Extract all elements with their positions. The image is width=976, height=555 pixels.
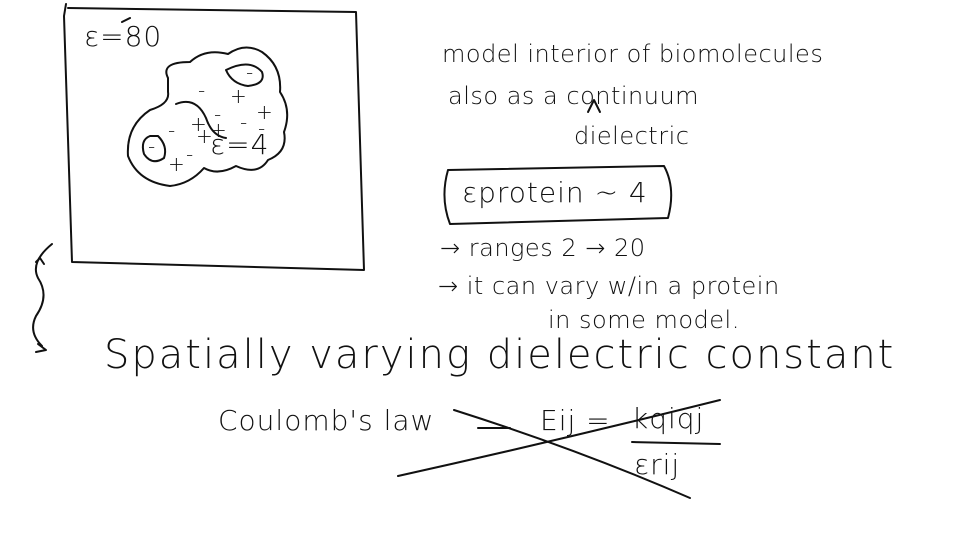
coulomb-label: Coulomb's law xyxy=(218,404,435,437)
bullet-vary-cont: in some model. xyxy=(548,306,740,334)
curved-arrow xyxy=(32,243,53,347)
charge-symbol: - xyxy=(214,102,222,126)
fraction-bar xyxy=(631,441,721,445)
charge-symbol: - xyxy=(168,118,176,142)
charge-symbol: + xyxy=(230,84,247,108)
circled-charge xyxy=(141,135,167,163)
solvent-box xyxy=(63,3,365,271)
charge-symbol: + xyxy=(190,112,207,136)
strike-line-1 xyxy=(397,399,721,477)
charge-symbol: - xyxy=(258,116,266,140)
inner-epsilon-label: ε=4 xyxy=(210,128,270,161)
protein-fold-2 xyxy=(225,63,264,87)
note-line-1: model interior of biomolecules xyxy=(442,40,824,68)
bullet-vary: → it can vary w/in a protein xyxy=(438,272,780,300)
epsilon-box xyxy=(443,165,673,225)
charge-symbol: + xyxy=(256,100,273,124)
protein-fold-1 xyxy=(175,100,227,139)
formula-denominator: εrij xyxy=(634,448,681,481)
charge-symbol: - xyxy=(246,60,254,84)
epsilon-protein-note: εprotein ~ 4 xyxy=(462,176,648,209)
note-line-2: also as a continuum xyxy=(448,82,700,110)
bullet-ranges: → ranges 2 → 20 xyxy=(440,234,646,262)
strike-line-2 xyxy=(453,409,691,499)
protein-blob xyxy=(126,46,289,187)
charge-symbol: + xyxy=(196,124,213,148)
charge-symbol: - xyxy=(186,142,194,166)
formula-numerator: kqiqj xyxy=(632,402,705,435)
outer-epsilon-label: ε=80 xyxy=(84,20,163,53)
charge-symbol: - xyxy=(148,134,156,158)
charge-symbol: - xyxy=(240,110,248,134)
heading: Spatially varying dielectric constant xyxy=(104,332,896,378)
charge-symbol: + xyxy=(210,118,227,142)
insertion-caret xyxy=(587,99,601,113)
formula-lhs: Eij = xyxy=(540,404,611,437)
charge-symbol: + xyxy=(168,152,185,176)
charge-symbol: - xyxy=(198,78,206,102)
note-insertion: dielectric xyxy=(574,122,690,150)
